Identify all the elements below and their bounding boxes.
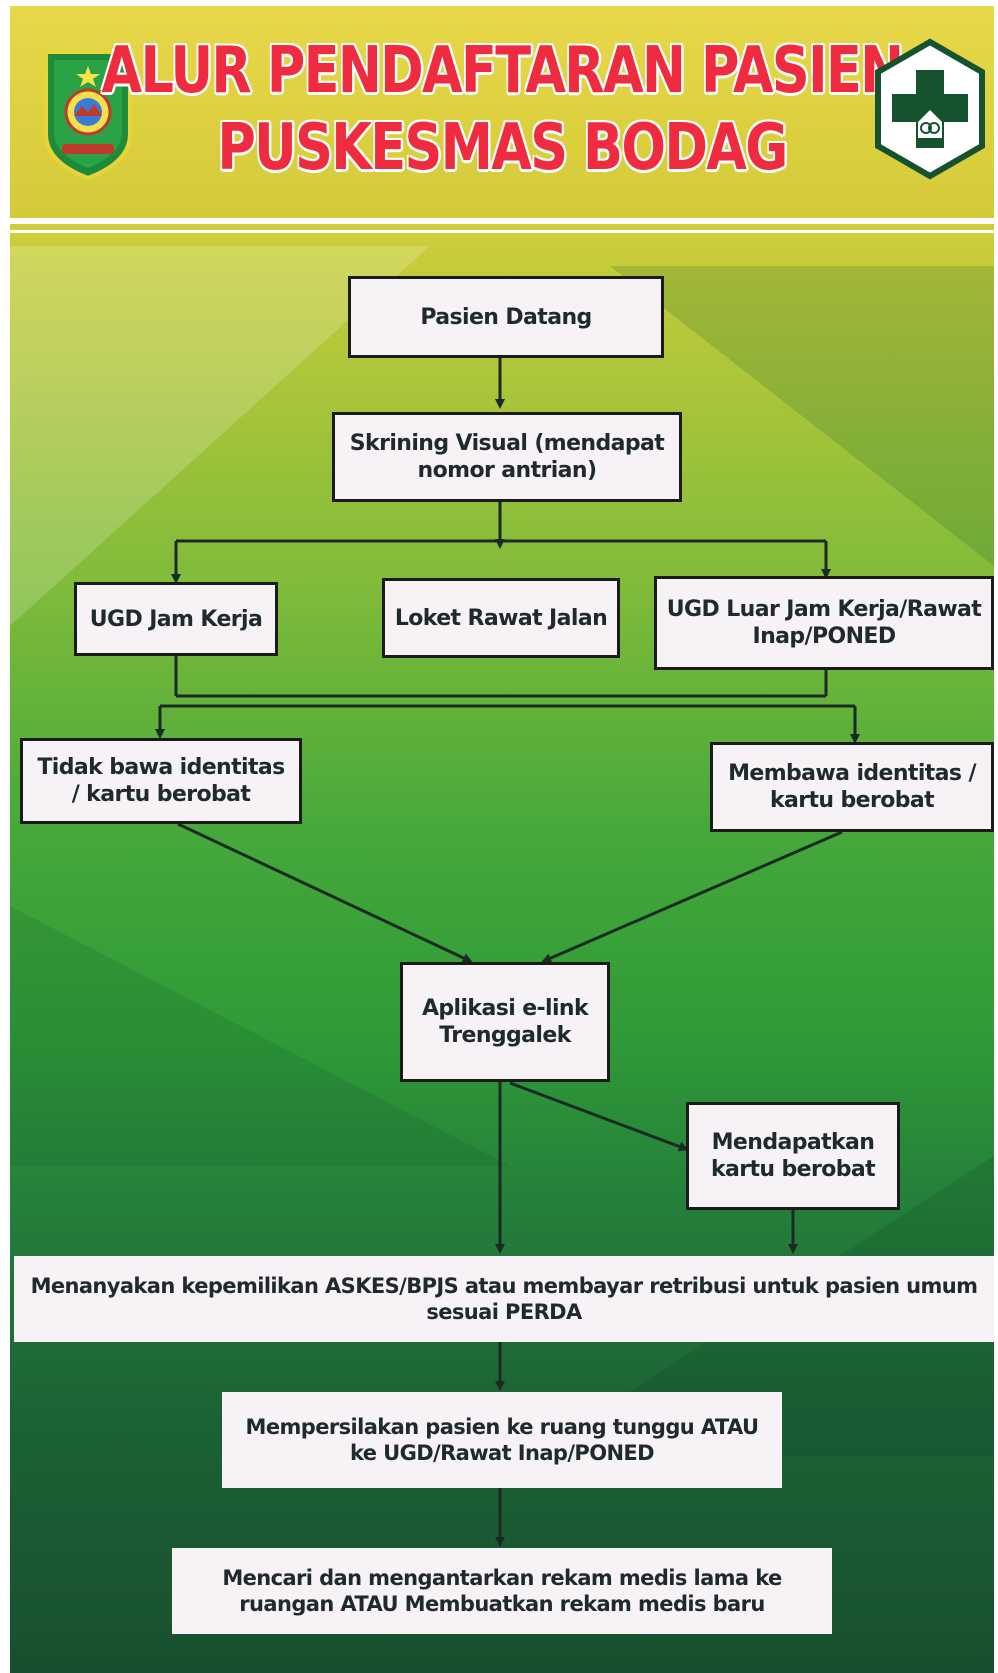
step-mencari-rekam-medis: Mencari dan mengantarkan rekam medis lam…: [172, 1548, 832, 1634]
step-pasien-datang: Pasien Datang: [348, 276, 664, 358]
step-tidak-bawa-identitas: Tidak bawa identitas / kartu berobat: [20, 738, 302, 824]
step-mendapatkan-kartu: Mendapatkan kartu berobat: [686, 1102, 900, 1210]
step-menanyakan-kepemilikan: Menanyakan kepemilikan ASKES/BPJS atau m…: [14, 1256, 994, 1342]
step-membawa-identitas: Membawa identitas / kartu berobat: [710, 742, 994, 832]
step-skrining-visual: Skrining Visual (mendapat nomor antrian): [332, 412, 682, 502]
step-aplikasi-e-link: Aplikasi e-link Trenggalek: [400, 962, 610, 1082]
puskesmas-logo-icon: [872, 36, 988, 190]
poster-title-line-1: ALUR PENDAFTARAN PASIEN: [101, 34, 905, 108]
trenggalek-regency-emblem-icon: [38, 44, 138, 188]
step-loket-rawat-jalan: Loket Rawat Jalan: [382, 578, 620, 658]
step-mempersilakan-pasien: Mempersilakan pasien ke ruang tunggu ATA…: [222, 1392, 782, 1488]
poster: ALUR PENDAFTARAN PASIEN PUSKESMAS BODAG: [10, 6, 994, 1673]
step-ugd-luar-jam-kerja: UGD Luar Jam Kerja/Rawat Inap/PONED: [654, 576, 994, 670]
flow-connectors: [155, 339, 860, 1547]
header-divider-top: [10, 218, 994, 224]
step-ugd-jam-kerja: UGD Jam Kerja: [74, 582, 278, 656]
header-divider-bottom: [10, 230, 994, 233]
poster-title-line-2: PUSKESMAS BODAG: [217, 111, 788, 185]
header-banner: ALUR PENDAFTARAN PASIEN PUSKESMAS BODAG: [10, 6, 994, 226]
